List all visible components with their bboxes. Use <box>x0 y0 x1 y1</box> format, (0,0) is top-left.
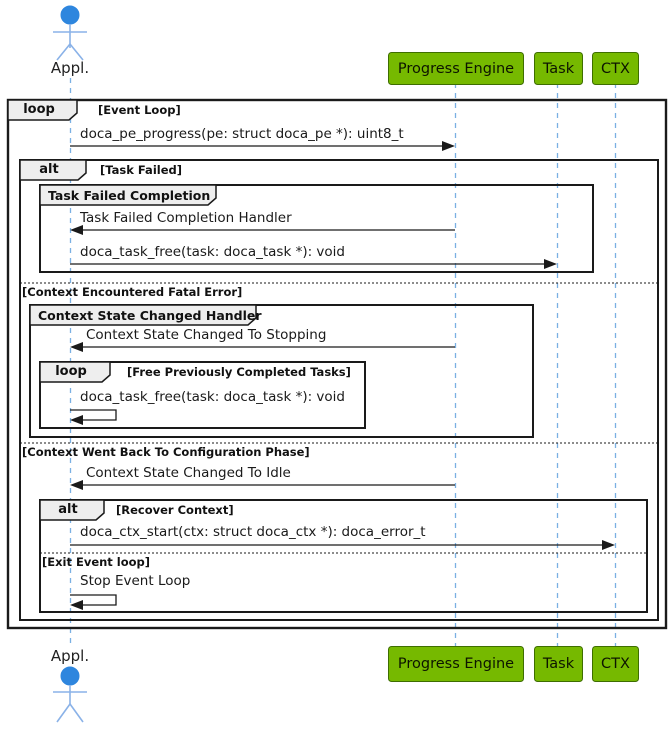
participant-task-top: Task <box>534 52 583 85</box>
message-stop-event-loop: Stop Event Loop <box>80 573 191 589</box>
arrow-pe-progress <box>70 141 455 151</box>
actor-label-top: Appl. <box>50 59 90 77</box>
tab-loop-free-tasks <box>39 361 111 383</box>
message-pe-progress: doca_pe_progress(pe: struct doca_pe *): … <box>80 126 404 142</box>
keyword-alt-task-failed: alt <box>39 162 59 177</box>
tab-event-loop <box>7 99 78 121</box>
divider-label-config-phase: [Context Went Back To Configuration Phas… <box>22 445 310 459</box>
message-arrows <box>70 141 615 610</box>
condition-event-loop: [Event Loop] <box>98 103 181 117</box>
frames <box>6 98 668 630</box>
arrow-task-failed-handler <box>70 225 455 235</box>
frame-event-loop <box>6 98 668 630</box>
participant-label: Task <box>542 656 575 672</box>
arrow-ctx-start <box>70 540 615 550</box>
actor-figure-bottom <box>53 666 87 723</box>
actor-figure-top <box>53 5 87 61</box>
tab-task-failed-completion <box>39 184 217 206</box>
participant-ctx-top: CTX <box>592 52 639 85</box>
arrow-stop-event-loop-self <box>70 594 117 610</box>
message-ctx-start: doca_ctx_start(ctx: struct doca_ctx *): … <box>80 524 426 540</box>
arrow-state-stopping <box>70 342 455 352</box>
tab-alt-recover <box>39 499 105 521</box>
message-state-idle: Context State Changed To Idle <box>86 465 291 481</box>
frame-task-failed-completion <box>39 184 594 273</box>
participant-ctx-bottom: CTX <box>592 646 639 682</box>
arrow-task-free-1 <box>70 259 557 269</box>
frame-loop-free-tasks <box>39 361 366 429</box>
participant-task-bottom: Task <box>534 646 583 682</box>
keyword-event-loop: loop <box>23 102 55 117</box>
frame-alt-recover <box>39 499 648 613</box>
divider-label-fatal-error: [Context Encountered Fatal Error] <box>22 285 243 299</box>
message-task-free-2: doca_task_free(task: doca_task *): void <box>80 389 345 405</box>
participant-label: Progress Engine <box>397 656 515 672</box>
tab-alt-task-failed <box>19 159 87 181</box>
keyword-loop-free-tasks: loop <box>55 364 87 379</box>
frame-ctx-state-changed <box>29 304 534 438</box>
frame-alt-task-failed <box>19 159 659 621</box>
tab-ctx-state-changed <box>29 304 257 326</box>
participant-progress-engine-bottom: Progress Engine <box>388 646 524 682</box>
group-title-ctx-state-changed: Context State Changed Handler <box>38 308 262 323</box>
message-task-free-1: doca_task_free(task: doca_task *): void <box>80 244 345 260</box>
participant-label: CTX <box>601 656 630 672</box>
participant-label: Task <box>542 60 575 77</box>
condition-free-tasks: [Free Previously Completed Tasks] <box>127 365 351 379</box>
group-title-task-failed-completion: Task Failed Completion <box>48 188 211 203</box>
divider-label-exit-loop: [Exit Event loop] <box>42 555 151 569</box>
participant-label: Progress Engine <box>397 60 515 77</box>
participant-label: CTX <box>601 60 630 77</box>
condition-task-failed: [Task Failed] <box>100 163 182 177</box>
participant-progress-engine-top: Progress Engine <box>388 52 524 85</box>
message-task-failed-handler: Task Failed Completion Handler <box>80 210 292 226</box>
condition-recover-ctx: [Recover Context] <box>116 503 234 517</box>
arrow-state-idle <box>70 480 455 490</box>
alt-dividers <box>20 282 658 554</box>
arrow-task-free-self <box>70 409 117 425</box>
actor-label-bottom: Appl. <box>50 647 90 665</box>
frame-tabs <box>7 99 257 521</box>
keyword-alt-recover: alt <box>58 502 78 517</box>
message-state-stopping: Context State Changed To Stopping <box>86 327 327 343</box>
